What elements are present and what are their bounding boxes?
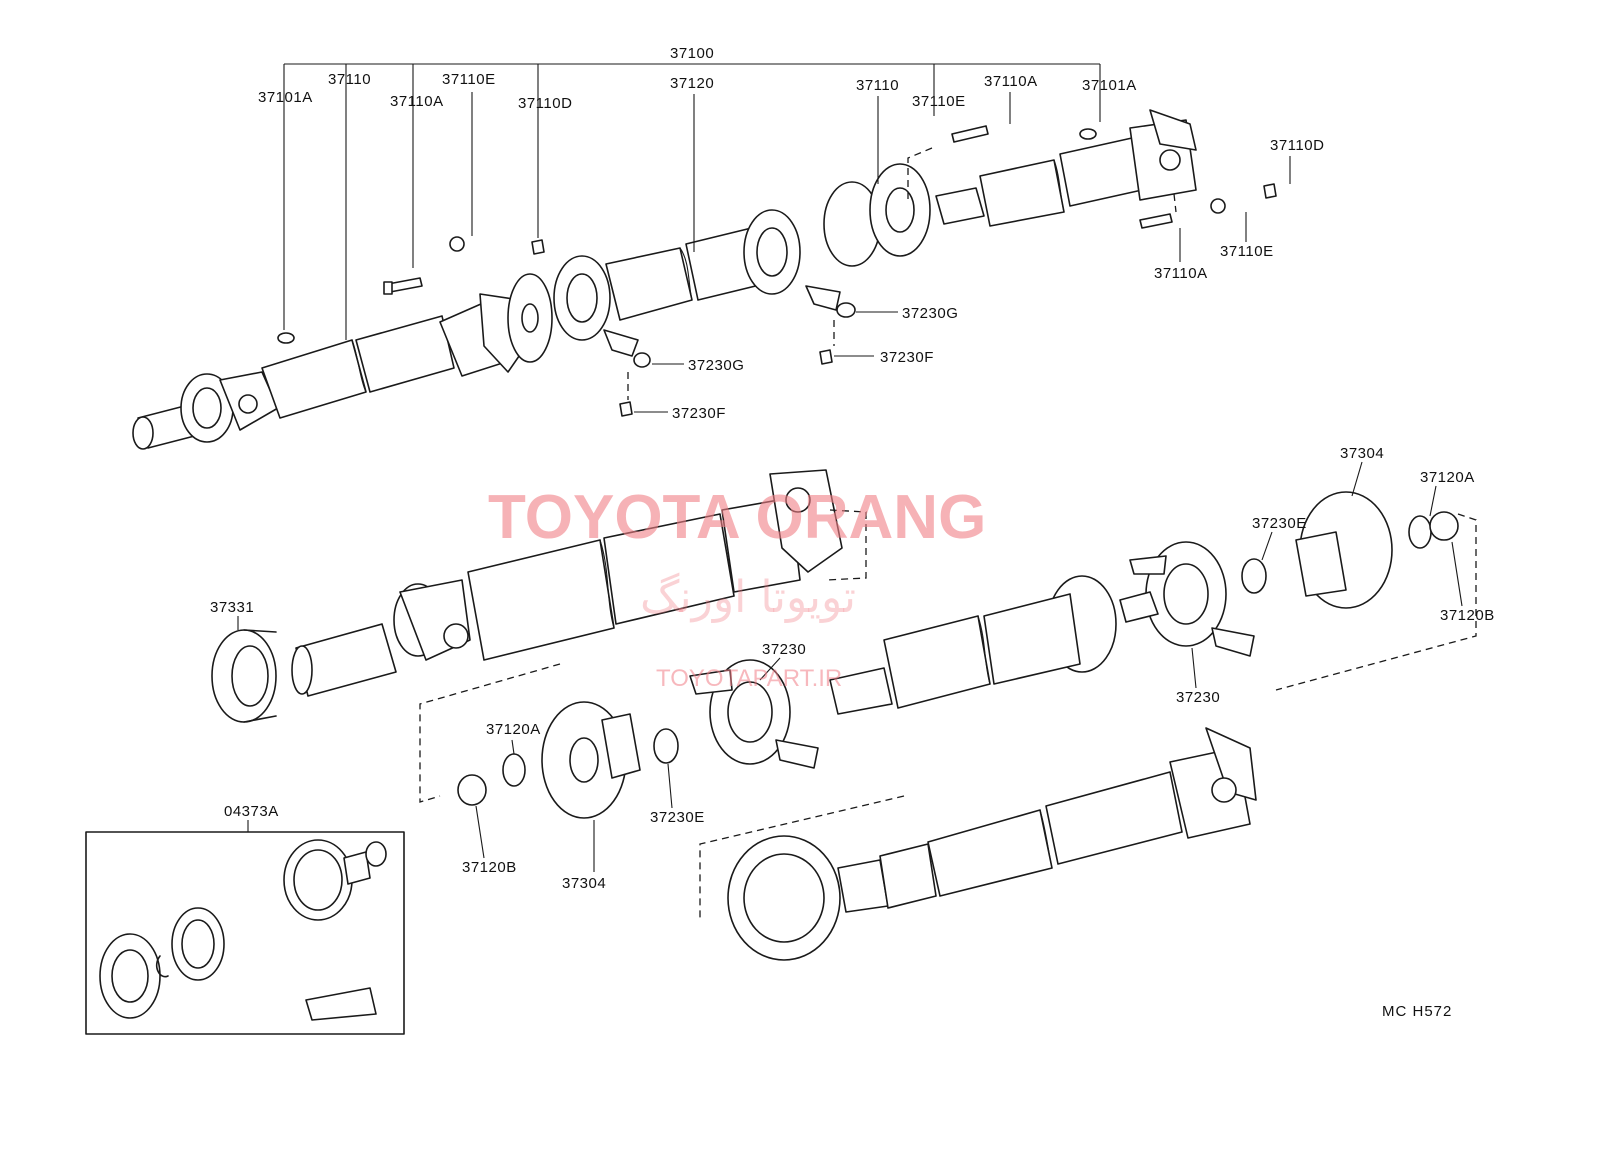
middle-right-shaft	[829, 575, 1159, 715]
label-37110D-left: 37110D	[518, 95, 572, 112]
label-37120B-right: 37120B	[1440, 607, 1495, 624]
label-37110E-lower: 37110E	[1220, 243, 1274, 260]
label-37101A-right: 37101A	[1082, 77, 1137, 94]
label-37230-left: 37230	[762, 641, 806, 658]
label-37230E-right: 37230E	[1252, 515, 1307, 532]
part-labels: 37100 37101A 37110 37110A 37110E 37110D …	[210, 45, 1495, 892]
label-37101A-left: 37101A	[258, 89, 313, 106]
label-04373A: 04373A	[224, 803, 279, 820]
rear-center-bearing-group	[1129, 491, 1477, 691]
kit-04373A-box	[85, 820, 405, 1035]
seal-37331	[211, 629, 277, 723]
label-37230E-left: 37230E	[650, 809, 705, 826]
watermark-main: TOYOTA ORANG	[488, 483, 986, 552]
label-37120A-left: 37120A	[486, 721, 541, 738]
label-leaders	[237, 92, 1463, 872]
label-37120B-left: 37120B	[462, 859, 517, 876]
label-37110E-right: 37110E	[912, 93, 966, 110]
middle-propeller-shaft	[291, 469, 867, 697]
assembly-bracket-37100	[283, 63, 1101, 340]
label-37110A-right: 37110A	[984, 73, 1038, 90]
label-37110D-right: 37110D	[1270, 137, 1324, 154]
label-37331: 37331	[210, 599, 254, 616]
label-37110-left: 37110	[328, 71, 371, 88]
lower-propeller-shaft	[699, 727, 1257, 961]
drawing-code: MC H572	[1382, 1003, 1452, 1020]
label-37100: 37100	[670, 45, 714, 62]
upper-hardware	[277, 125, 1277, 417]
label-37110-right: 37110	[856, 77, 899, 94]
label-37120: 37120	[670, 75, 714, 92]
front-center-bearing-group	[419, 659, 819, 819]
label-37110E-left: 37110E	[442, 71, 496, 88]
label-37230G-right: 37230G	[902, 305, 958, 322]
upper-propeller-shaft	[132, 109, 1197, 450]
label-37230F-right: 37230F	[880, 349, 934, 366]
label-37110A-lower: 37110A	[1154, 265, 1208, 282]
label-37120A-right: 37120A	[1420, 469, 1475, 486]
watermark-persian: تویوتا اورنگ	[640, 572, 856, 623]
watermark: TOYOTA ORANG تویوتا اورنگ TOYOTAPART.IR	[488, 483, 986, 692]
label-37230F-left: 37230F	[672, 405, 726, 422]
label-37304-right: 37304	[1340, 445, 1384, 462]
watermark-url: TOYOTAPART.IR	[656, 665, 842, 692]
label-37230-right: 37230	[1176, 689, 1220, 706]
label-37230G-left: 37230G	[688, 357, 744, 374]
label-37110A-left: 37110A	[390, 93, 444, 110]
label-37304-left: 37304	[562, 875, 606, 892]
